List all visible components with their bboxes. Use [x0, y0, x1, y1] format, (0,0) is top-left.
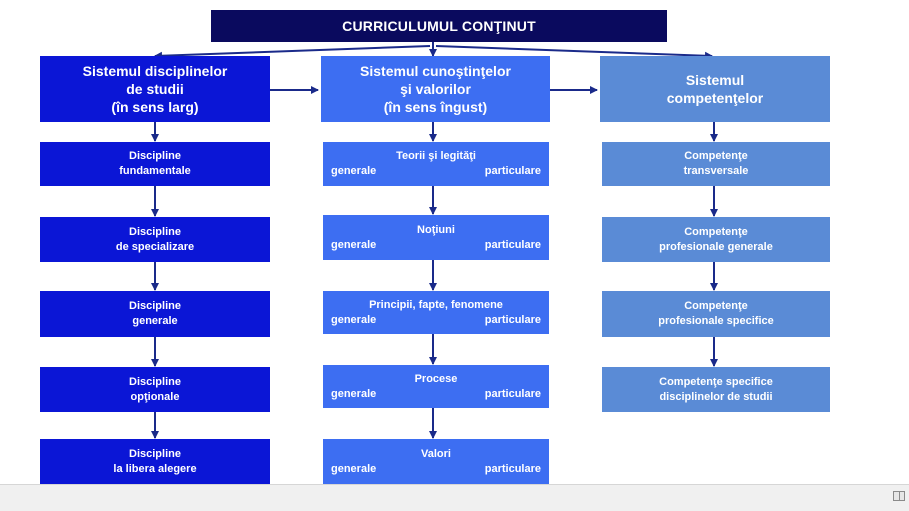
box-line: opţionale	[130, 390, 180, 403]
box-left-label: generale	[331, 165, 377, 177]
header-line: (în sens îngust)	[383, 99, 488, 116]
competence-box: Competenţe transversale	[602, 142, 830, 186]
discipline-box: Discipline generale	[40, 291, 270, 337]
box-right-label: particulare	[484, 387, 541, 400]
box-line: la libera alegere	[113, 462, 197, 475]
header-line: Sistemul	[685, 71, 745, 88]
book-icon[interactable]	[893, 491, 905, 501]
discipline-box: Discipline fundamentale	[40, 142, 270, 186]
diagram-title-text: CURRICULUMUL CONŢINUT	[342, 17, 536, 34]
box-line: fundamentale	[119, 165, 191, 177]
box-name: Principii, fapte, fenomene	[369, 298, 503, 311]
box-line: Discipline	[129, 150, 181, 163]
knowledge-box: Teorii şi legităţi generale particulare	[323, 142, 549, 186]
discipline-box: Discipline la libera alegere	[40, 439, 270, 484]
header-line: Sistemul cunoştinţelor	[360, 62, 511, 79]
box-right-label: particulare	[484, 313, 541, 326]
header-competences: Sistemul competenţelor	[600, 56, 830, 122]
status-bar	[0, 484, 909, 511]
box-left-label: generale	[331, 462, 377, 475]
header-line: competenţelor	[666, 90, 764, 106]
box-line: profesionale specifice	[658, 315, 774, 327]
competence-box: Competenţe profesionale generale	[602, 217, 830, 262]
box-name: Teorii şi legităţi	[396, 150, 476, 163]
header-line: şi valorilor	[400, 80, 471, 97]
header-line: de studii	[126, 80, 184, 97]
box-line: de specializare	[115, 240, 195, 253]
box-line: Discipline	[129, 225, 181, 238]
knowledge-box: Principii, fapte, fenomene generale part…	[323, 291, 549, 334]
header-line: Sistemul disciplinelor	[82, 62, 228, 79]
box-line: Competenţe specifice	[659, 375, 773, 388]
box-line: transversale	[683, 165, 749, 177]
box-name: Valori	[421, 447, 451, 460]
box-left-label: generale	[331, 313, 377, 326]
diagram-title: CURRICULUMUL CONŢINUT	[211, 10, 667, 42]
box-line: Competenţe	[684, 300, 748, 313]
box-right-label: particulare	[484, 462, 541, 475]
box-line: disciplinelor de studii	[659, 390, 773, 403]
box-line: Competenţe	[684, 150, 748, 163]
knowledge-box: Valori generale particulare	[323, 439, 549, 484]
header-knowledge: Sistemul cunoştinţelor şi valorilor (în …	[321, 56, 550, 122]
header-line: (în sens larg)	[111, 99, 199, 116]
discipline-box: Discipline opţionale	[40, 367, 270, 412]
discipline-box: Discipline de specializare	[40, 217, 270, 262]
box-right-label: particulare	[484, 238, 541, 251]
box-right-label: particulare	[484, 165, 541, 177]
box-line: Discipline	[129, 375, 181, 388]
box-line: Competenţe	[684, 225, 748, 238]
competence-box: Competenţe profesionale specifice	[602, 291, 830, 337]
box-line: profesionale generale	[659, 240, 773, 253]
box-line: generale	[132, 315, 178, 327]
box-line: Discipline	[129, 447, 181, 460]
box-line: Discipline	[129, 300, 181, 313]
header-disciplines: Sistemul disciplinelor de studii (în sen…	[40, 56, 270, 122]
box-name: Noţiuni	[417, 223, 455, 236]
competence-box: Competenţe specifice disciplinelor de st…	[602, 367, 830, 412]
box-left-label: generale	[331, 387, 377, 400]
box-left-label: generale	[331, 238, 377, 251]
knowledge-box: Procese generale particulare	[323, 365, 549, 408]
knowledge-box: Noţiuni generale particulare	[323, 215, 549, 260]
box-name: Procese	[414, 372, 458, 385]
